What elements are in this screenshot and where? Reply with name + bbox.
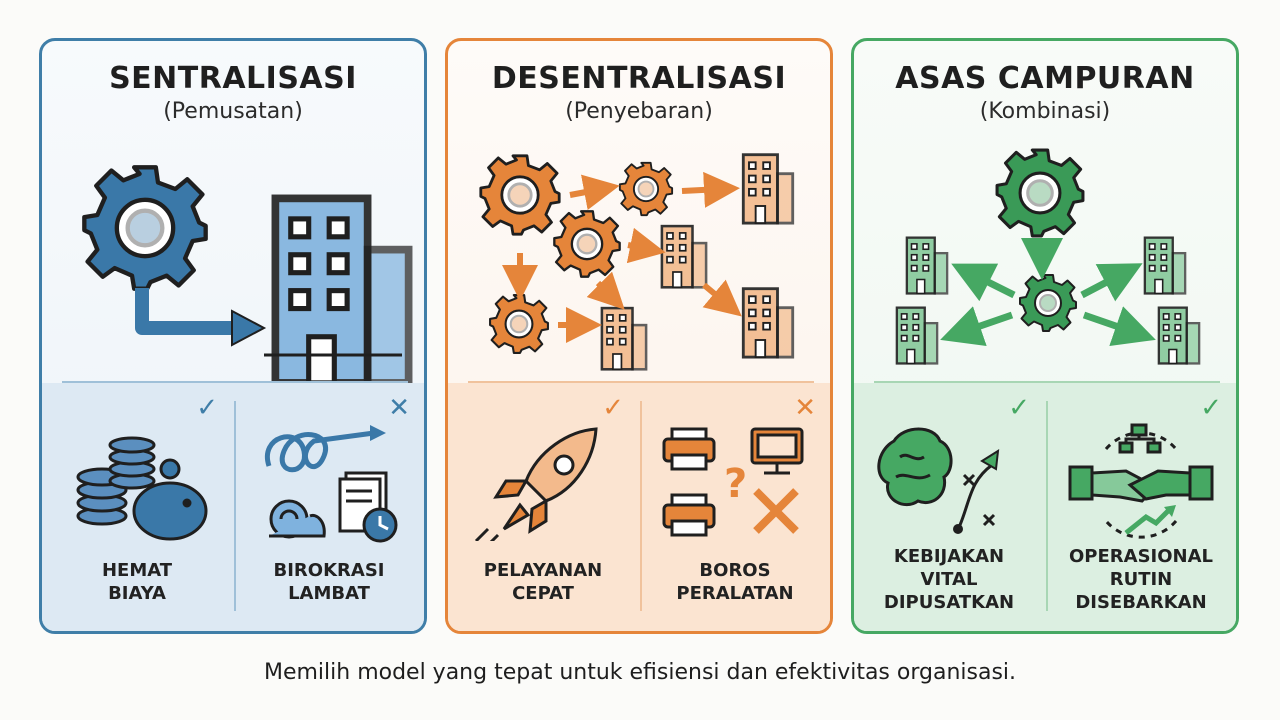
divider [62,381,408,383]
con-section: ✕ BIROKRASI LAMBAT [234,383,424,631]
building-icon [1157,306,1201,365]
check-icon: ✓ [602,393,624,423]
rocket-icon [474,427,598,541]
pro-label: KEBIJAKAN VITAL DIPUSATKAN [883,546,1015,613]
mixed-model-illustration [895,148,1201,365]
con-section: ✓ OPERASIONAL RUTIN DISEBARKAN [1046,383,1236,631]
svg-text:?: ? [724,461,747,507]
cross-icon: ✕ [794,393,816,423]
gear-icon [618,161,674,217]
check-icon: ✓ [1200,393,1222,423]
printers-tools-icon: ? [662,427,804,537]
building-icon [660,224,708,289]
panel-subtitle: (Kombinasi) [979,99,1111,124]
gear-icon [84,167,205,288]
panel-title: DESENTRALISASI [491,61,787,96]
caption: Memilih model yang tepat untuk efisiensi… [263,660,1017,685]
building-icon [905,236,949,295]
pro-label: HEMAT BIAYA [101,560,173,604]
pro-label: PELAYANAN CEPAT [483,560,603,604]
centralization-illustration [42,133,424,383]
con-label: BIROKRASI LAMBAT [273,560,385,604]
panel-asas-campuran: ASAS CAMPURAN (Kombinasi) ✓ [851,38,1239,634]
divider [874,381,1220,383]
divider [468,381,814,383]
check-icon: ✓ [196,393,218,423]
panel-sentralisasi: SENTRALISASI (Pemusatan) ✓ HEMAT BIAYA ✕ [39,38,427,634]
cross-icon: ✕ [388,393,410,423]
building-icon [741,287,795,359]
panel-title: ASAS CAMPURAN [895,61,1195,96]
panel-subtitle: (Penyebaran) [565,99,713,124]
con-section: ✕ ? BOROS PERALATAN [640,383,830,631]
building-icon [1143,236,1187,295]
gear-icon [1019,274,1077,332]
con-label: OPERASIONAL RUTIN DISEBARKAN [1068,546,1213,613]
gear-icon [479,154,561,236]
gear-icon [489,294,549,354]
pro-section: ✓ HEMAT BIAYA [42,383,232,631]
panel-desentralisasi: DESENTRALISASI (Penyebaran) ✓ [445,38,833,634]
pro-section: ✓ PELAYANAN CEPAT [448,383,638,631]
building-icon [600,306,648,371]
brain-strategy-icon [877,427,1000,534]
coins-piggy-bank-icon [76,436,208,541]
panel-subtitle: (Pemusatan) [163,99,303,124]
gear-icon [995,148,1085,238]
panel-title: SENTRALISASI [109,61,357,96]
building-icon [741,153,795,225]
decentralization-illustration [479,153,795,371]
pro-section: ✓ KEBIJAKAN VITAL DIPUSATKAN [854,383,1044,631]
gear-icon [553,210,621,278]
check-icon: ✓ [1008,393,1030,423]
tangled-snail-documents-icon [264,425,398,543]
building-icon [895,306,939,365]
con-label: BOROS PERALATAN [676,560,794,604]
arrow-icon [135,288,237,335]
handshake-cycle-icon [1068,423,1214,539]
